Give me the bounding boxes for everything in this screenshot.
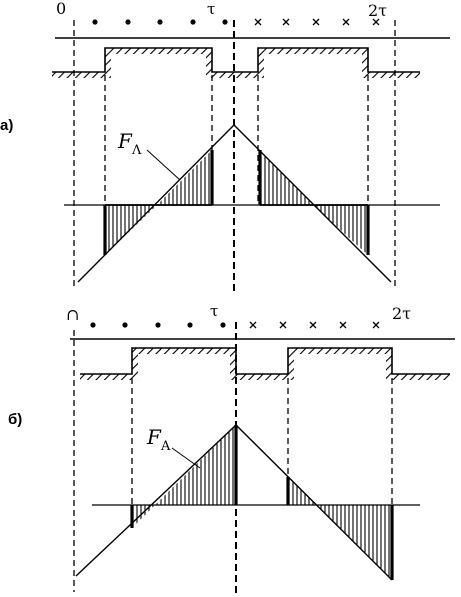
mmf-curve-a [77,124,392,283]
rotor-poles-b [80,347,450,380]
mmf-edges-b [130,425,394,580]
dot-conductor [90,322,96,328]
conductor-row-b [90,321,380,329]
mmf-subscript-b: A [160,439,171,454]
dot-conductor [155,322,161,328]
conductor-row-a [92,18,380,26]
mmf-edges-a [103,150,370,255]
dot-conductor [222,19,228,25]
dot-conductor [220,322,226,328]
axis-zero-label-b: ∩ [66,305,79,324]
mmf-label-a: F [117,129,133,153]
dot-conductor [187,322,193,328]
panel-b: ∩ τ 2τ б) [8,302,455,597]
mmf-leader-a [146,149,181,181]
dot-conductor [190,19,196,25]
dot-conductor [92,19,98,25]
mmf-areas-b [132,425,392,580]
two-tau-label-a: 2τ [368,1,387,20]
dot-conductor [125,19,131,25]
panel-label-a: а) [0,117,13,134]
panel-a: 0 τ 2τ а) [0,0,450,292]
dot-conductor [122,322,128,328]
mmf-steps-a [104,150,369,255]
mmf-leader-b [171,447,201,469]
tau-label-b: τ [210,302,218,320]
mmf-areas-a [105,150,368,255]
rotor-poles-a [52,47,420,78]
tau-label-a: τ [207,0,215,18]
cross-conductors-a [254,18,380,26]
axis-zero-label-a: 0 [56,0,66,18]
two-tau-label-b: 2τ [392,304,411,323]
cross-conductors-b [249,321,380,329]
panel-label-b: б) [8,411,22,428]
dot-conductor [157,19,163,25]
mmf-label-b: F [146,425,162,449]
mmf-subscript-a: Λ [131,143,142,158]
